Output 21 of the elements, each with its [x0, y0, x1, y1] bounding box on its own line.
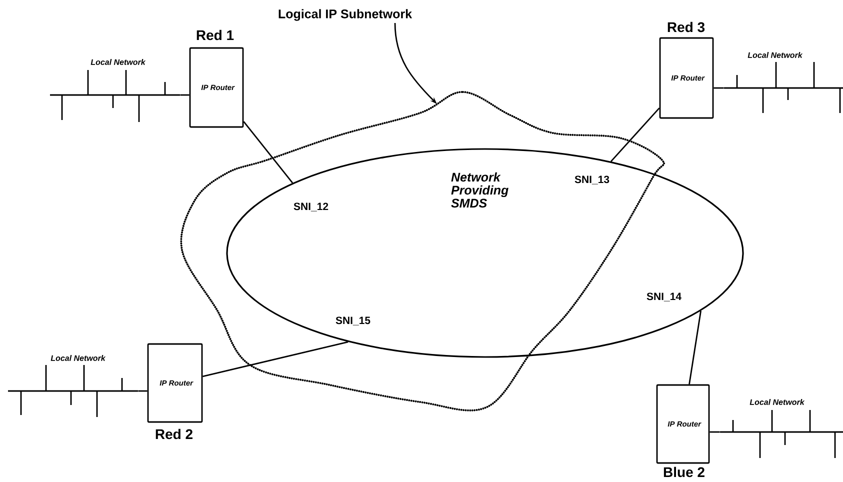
callout-text: Logical IP Subnetwork — [278, 9, 412, 21]
link-line — [138, 390, 148, 392]
link-line — [202, 341, 348, 378]
edge-label: SNI_12 — [292, 202, 330, 212]
edge-label: SNI_15 — [334, 316, 372, 326]
local-network-drawing: Local Network — [50, 59, 180, 122]
edge-label: SNI_14 — [646, 292, 683, 302]
router-name: Red 2 — [156, 428, 192, 440]
link-line — [688, 310, 702, 384]
link-line — [714, 87, 724, 89]
edge-label: SNI_13 — [574, 174, 611, 186]
router-name: Blue 2 — [664, 466, 704, 478]
local-network-drawing: Local Network — [720, 399, 843, 458]
link-line — [610, 108, 660, 162]
router-name: Red 1 — [196, 30, 234, 40]
link-line — [180, 94, 190, 96]
link-line — [710, 431, 720, 433]
router-name: Red 3 — [668, 22, 705, 32]
link-line — [243, 121, 294, 184]
local-network-drawing: Local Network — [724, 52, 843, 113]
local-network-drawing: Local Network — [8, 355, 138, 417]
